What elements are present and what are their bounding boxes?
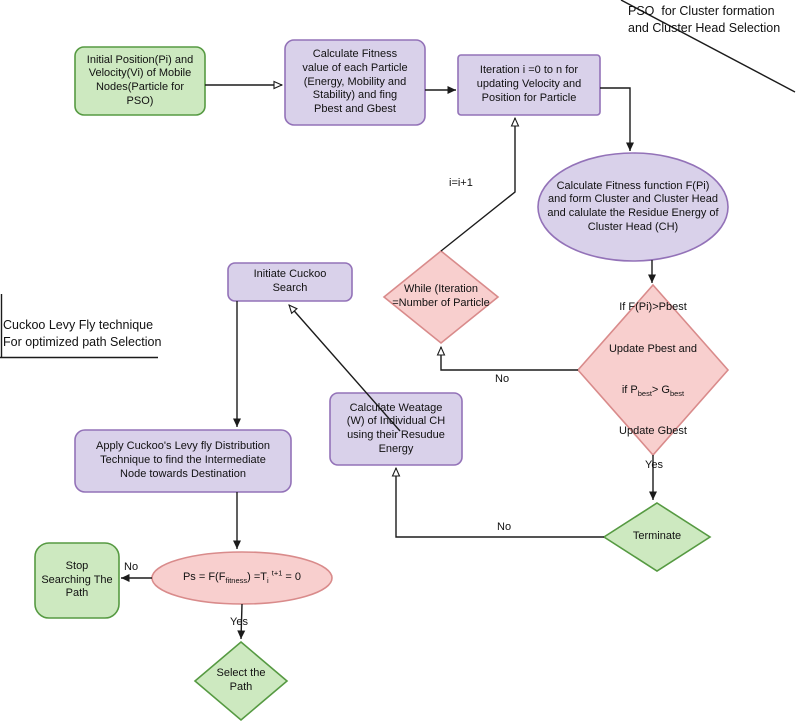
- while-label: While (Iteration =Number of Particle: [392, 283, 490, 309]
- label-terminate-no: No: [497, 521, 512, 533]
- annotation-cuckoo-section: Cuckoo Levy Fly technique For optimized …: [3, 318, 162, 349]
- calculate-fitness-node: [284, 39, 426, 126]
- initiate-cuckoo-label: Initiate Cuckoo Search: [253, 268, 327, 294]
- fitness-function-node: [537, 152, 729, 262]
- iteration-label: Iteration i =0 to n for updating Velocit…: [476, 64, 582, 104]
- calc-weightage-node: [329, 392, 463, 466]
- edge-weightage-to-initiate: [288, 304, 401, 432]
- select-path-node: [193, 640, 289, 722]
- label-ps-no: No: [124, 561, 139, 573]
- edge-terminate-no-weightage: [391, 466, 604, 538]
- label-if-no: No: [495, 373, 510, 385]
- iteration-node: [457, 54, 601, 116]
- terminate-node: [602, 502, 712, 572]
- if-update-line2: Update Pbest and: [608, 342, 698, 355]
- apply-cuckoo-label: Apply Cuckoo's Levy fly Distribution Tec…: [96, 440, 270, 480]
- ps-condition-label: Ps = F(Ffitness) =Ti t+1 = 0: [182, 568, 302, 586]
- label-ps-yes: Yes: [230, 616, 248, 628]
- if-update-line4: Update Gbest: [619, 425, 687, 437]
- fitness-function-label: Calculate Fitness function F(Pi) and for…: [547, 179, 719, 233]
- edge-ps-yes-select: [237, 603, 246, 640]
- label-if-yes: Yes: [645, 459, 663, 471]
- if-update-line3: if Pbest> Gbest: [621, 383, 685, 398]
- calc-weightage-label: Calculate Weatage (W) of Individual CH u…: [346, 401, 446, 455]
- stop-searching-node: [34, 542, 120, 619]
- label-i-increment: i=i+1: [449, 177, 473, 189]
- if-update-label: If F(Pi)>Pbest Update Pbest and if Pbest…: [583, 301, 723, 437]
- calculate-fitness-label: Calculate Fitness value of each Particle…: [302, 48, 408, 116]
- if-update-line1: If F(Pi)>Pbest: [619, 301, 687, 314]
- terminate-label: Terminate: [632, 530, 682, 543]
- select-path-label: Select the Path: [216, 667, 266, 693]
- while-node: [382, 249, 500, 345]
- top-right-separator-line: [620, 0, 796, 93]
- apply-cuckoo-node: [74, 429, 292, 493]
- stop-searching-label: Stop Searching The Path: [41, 559, 113, 600]
- edge-while-to-iteration: [440, 116, 520, 252]
- initial-position-label: Initial Position(Pi) and Velocity(Vi) of…: [86, 53, 194, 107]
- edge-if-no-while: [436, 345, 578, 371]
- initial-position-node: [74, 46, 206, 116]
- edge-iteration-to-ellipse: [600, 87, 634, 151]
- initiate-cuckoo-node: [227, 262, 353, 302]
- annotation-pso-section: PSO for Cluster formation and Cluster He…: [628, 4, 781, 35]
